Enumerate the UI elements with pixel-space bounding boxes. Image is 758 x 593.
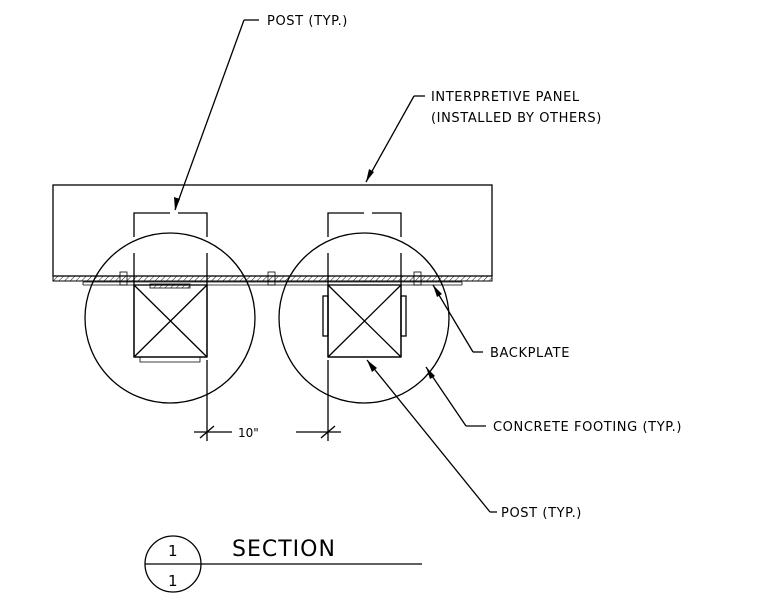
label-footing: CONCRETE FOOTING (TYP.): [493, 420, 682, 435]
fastener-mid: [267, 271, 276, 286]
section-number-top: 1: [168, 542, 178, 560]
section-title: SECTION: [232, 537, 336, 562]
interpretive-panel: [52, 184, 493, 277]
label-panel-line2: (INSTALLED BY OTHERS): [431, 111, 602, 126]
leader-post-bottom: [366, 359, 497, 513]
label-panel-line1: INTERPRETIVE PANEL: [431, 90, 580, 105]
fastener-right: [413, 271, 422, 286]
concrete-footing-right: [278, 232, 450, 404]
leader-post-top: [174, 19, 259, 211]
dimension-10in: [194, 360, 341, 441]
backplate: [52, 275, 493, 282]
section-number-bottom: 1: [168, 572, 178, 590]
concrete-footing-left: [84, 232, 256, 404]
fastener-left: [119, 271, 128, 286]
dimension-label: 10": [238, 426, 259, 440]
leader-panel: [365, 95, 425, 183]
post-left: [133, 212, 208, 363]
leader-backplate: [432, 284, 483, 353]
label-post-top: POST (TYP.): [267, 14, 348, 29]
label-backplate: BACKPLATE: [490, 346, 570, 361]
section-marker: [144, 535, 422, 593]
post-right: [322, 212, 407, 358]
leader-footing: [425, 366, 486, 427]
label-post-bottom: POST (TYP.): [501, 506, 582, 521]
